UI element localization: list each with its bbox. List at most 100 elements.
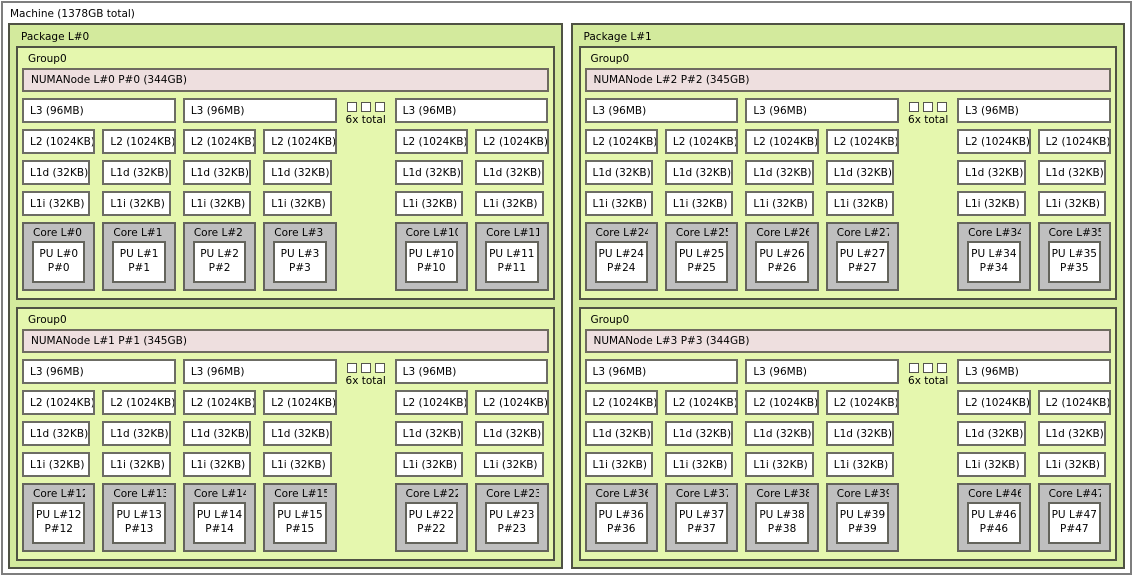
l1d-cache-box: L1d (32KB)	[394, 160, 464, 185]
l1i-cache-box: L1i (32KB)	[825, 452, 895, 477]
l1d-cache-label: L1d (32KB)	[1045, 427, 1104, 440]
core-column: L2 (1024KB)L1d (32KB)L1i (32KB)Core L#38…	[745, 390, 819, 552]
elided-objects-indicator: 6x total	[906, 98, 950, 291]
l1i-cache-label: L1i (32KB)	[30, 458, 85, 471]
core-column: L2 (1024KB)L1d (32KB)L1i (32KB)Core L#36…	[584, 390, 658, 552]
core-column: L2 (1024KB) L1d (32KB) L1i (32KB) Core L#14…	[182, 390, 257, 552]
core-columns: L2 (1024KB) L1d (32KB) L1i (32KB) Core L#10…	[394, 129, 549, 291]
l1i-cache-label: L1i (32KB)	[1045, 458, 1101, 471]
l2-cache-box: L2 (1024KB)	[745, 390, 819, 415]
pu-logical-label: PU L#39	[839, 509, 886, 522]
pu-logical-label: PU L#2	[200, 248, 239, 261]
l1d-cache-label: L1d (32KB)	[592, 166, 651, 179]
pu-physical-label: P#10	[417, 262, 446, 274]
core-label: Core L#11	[486, 227, 539, 239]
l1i-cache-label: L1i (32KB)	[672, 458, 728, 471]
l1i-cache-label: L1i (32KB)	[483, 197, 538, 210]
l2-cache-box: L2 (1024KB)	[394, 390, 469, 415]
group-label: Group0	[590, 53, 630, 65]
l1d-cache-label: L1d (32KB)	[672, 427, 732, 440]
l2-cache-box: L2 (1024KB)	[182, 129, 257, 154]
l2-cache-box: L2 (1024KB)	[263, 390, 337, 415]
l1i-cache-box: L1i (32KB)	[745, 191, 814, 216]
l2-cache-box: L2 (1024KB)	[182, 390, 257, 415]
l1i-cache-box: L1i (32KB)	[1037, 191, 1106, 216]
l1i-cache-box: L1i (32KB)	[745, 452, 814, 477]
pu-physical-label: P#27	[848, 262, 877, 274]
l3-cache-label: L3 (96MB)	[190, 365, 245, 378]
l3-cache-box: L3 (96MB)	[957, 359, 1111, 384]
l1d-cache-box: L1d (32KB)	[584, 160, 653, 185]
l2-cache-box: L2 (1024KB)	[475, 129, 549, 154]
core-label: Core L#14	[193, 488, 247, 500]
numanode-label: NUMANode L#3 P#3 (344GB)	[593, 335, 750, 347]
l3-cluster: L3 (96MB) L2 (1024KB)L1d (32KB)L1i (32KB)…	[22, 98, 176, 291]
elide-squares	[346, 102, 385, 112]
core-label: Core L#47	[1048, 488, 1101, 500]
elided-objects-indicator: 6x total	[344, 98, 388, 291]
l2-cache-label: L2 (1024KB)	[110, 135, 176, 148]
pu-physical-label: P#11	[497, 262, 527, 274]
core-label: Core L#23	[486, 488, 539, 500]
l1d-cache-box: L1d (32KB)	[664, 160, 734, 185]
core-columns: L2 (1024KB)L1d (32KB)L1i (32KB)Core L#26…	[745, 129, 900, 291]
package-label: Package L#1	[583, 31, 652, 43]
core-label: Core L#10	[405, 227, 459, 239]
core-column: L2 (1024KB)L1d (32KB)L1i (32KB)Core L#11…	[475, 129, 549, 291]
l2-cache-box: L2 (1024KB)	[263, 129, 337, 154]
pu-physical-label: P#39	[848, 523, 877, 535]
l1i-cache-label: L1i (32KB)	[672, 197, 728, 210]
pu-logical-label: PU L#36	[598, 509, 644, 522]
l3-cache-box: L3 (96MB)	[22, 98, 176, 123]
pu-physical-label: P#34	[979, 262, 1009, 274]
l2-cache-box: L2 (1024KB)	[1037, 390, 1111, 415]
l3-cache-box: L3 (96MB)	[957, 98, 1111, 123]
l3-cluster: L3 (96MB)L2 (1024KB)L1d (32KB)L1i (32KB)…	[745, 359, 900, 552]
l2-cache-box: L2 (1024KB)	[745, 129, 819, 154]
l2-cache-label: L2 (1024KB)	[672, 135, 738, 148]
l1i-cache-box: L1i (32KB)	[584, 191, 653, 216]
numanode-box: NUMANode L#2 P#2 (345GB)	[584, 68, 1111, 92]
l3-cache-label: L3 (96MB)	[592, 104, 647, 117]
l1i-cache-label: L1i (32KB)	[271, 197, 326, 210]
cache-cluster-row: L3 (96MB)L2 (1024KB)L1d (32KB)L1i (32KB)…	[22, 98, 549, 291]
package-label: Package L#0	[21, 31, 90, 43]
l3-cache-box: L3 (96MB)	[394, 359, 549, 384]
core-label: Core L#27	[836, 227, 890, 239]
l1d-cache-label: L1d (32KB)	[965, 166, 1024, 179]
l3-cache-box: L3 (96MB)	[584, 359, 739, 384]
l1i-cache-box: L1i (32KB)	[182, 452, 252, 477]
l1d-cache-box: L1d (32KB)	[102, 421, 171, 446]
l1i-cache-label: L1i (32KB)	[1045, 197, 1101, 210]
l3-cluster: L3 (96MB) L2 (1024KB) L1d (32KB) L1i (32KB)…	[957, 359, 1111, 552]
core-label: Core L#46	[968, 488, 1021, 500]
l1d-cache-box: L1d (32KB)	[22, 421, 91, 446]
l1d-cache-label: L1d (32KB)	[190, 427, 250, 440]
l1i-cache-label: L1i (32KB)	[402, 458, 458, 471]
core-label: Core L#36	[595, 488, 648, 500]
l1d-cache-box: L1d (32KB)	[102, 160, 171, 185]
l1i-cache-box: L1i (32KB)	[664, 452, 734, 477]
l2-cache-label: L2 (1024KB)	[483, 135, 548, 148]
